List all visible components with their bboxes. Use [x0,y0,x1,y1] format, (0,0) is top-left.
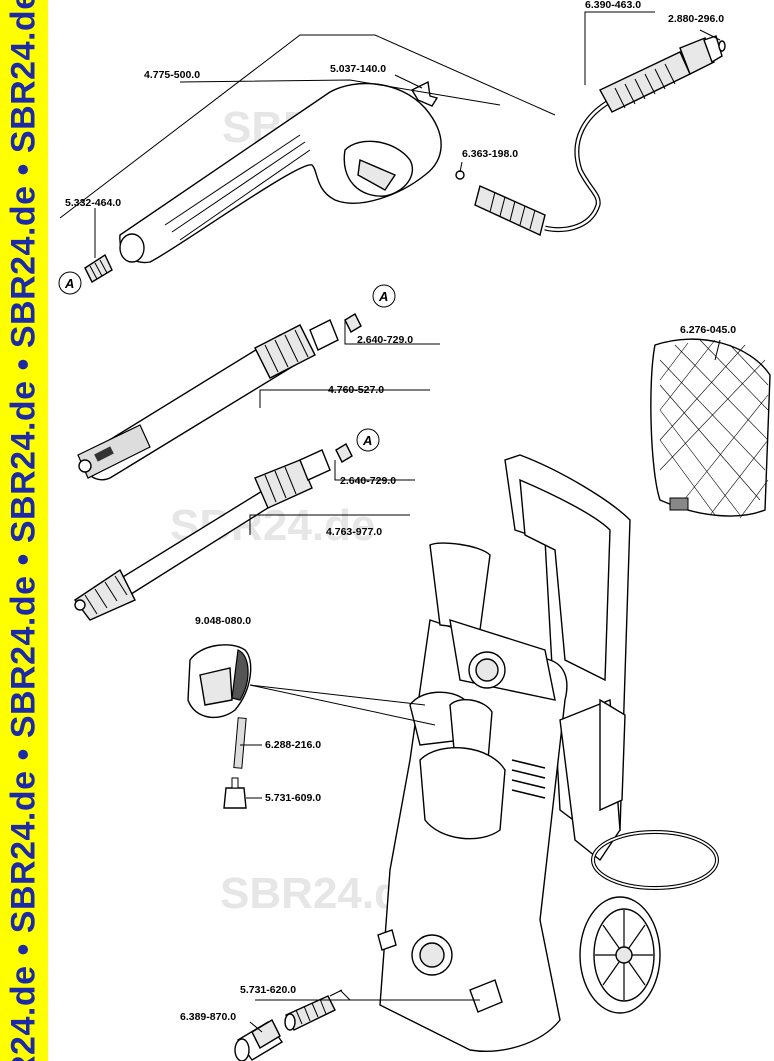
hose-tube [233,717,247,769]
nozzle-holder [187,644,252,809]
connector [223,787,247,809]
part-label: 4.763-977.0 [326,526,382,538]
leader-lines [59,11,721,1033]
nut [344,313,362,333]
svg-text:A: A [362,433,372,448]
pressure-washer-body [377,454,719,1052]
callout-a: A [58,271,82,295]
inlet-filter [284,995,336,1031]
part-label: 6.288-216.0 [265,739,321,751]
high-pressure-hose [455,35,726,236]
trigger-gun [84,80,442,283]
part-label: 5.037-140.0 [330,63,386,75]
part-label: 2.880-296.0 [668,13,724,25]
part-label: 5.731-620.0 [240,984,296,996]
part-label: 6.389-870.0 [180,1011,236,1023]
part-label: 6.363-198.0 [462,148,518,160]
vario-power-lance [77,313,362,481]
side-banner: R24.de • SBR24.de • SBR24.de • SBR24.de … [0,0,48,1061]
part-label: 5.731-609.0 [265,792,321,804]
callout-a: A [356,428,380,452]
nut [335,443,353,463]
part-label: 6.276-045.0 [680,324,736,336]
part-label: 4.760-527.0 [328,384,384,396]
callout-a: A [372,284,396,308]
part-label: 9.048-080.0 [195,615,251,627]
part-label: 2.640-729.0 [357,334,413,346]
o-ring [455,170,465,180]
svg-text:A: A [64,276,74,291]
part-label: 4.775-500.0 [144,69,200,81]
part-label: 2.640-729.0 [340,475,396,487]
dirt-blaster-lance [73,443,353,621]
filter-net [650,338,771,519]
inlet-coupling [234,1019,284,1061]
part-label: 6.390-463.0 [585,0,641,11]
part-label: 5.332-464.0 [65,197,121,209]
svg-text:A: A [378,289,388,304]
hose-o-ring [718,40,726,52]
trigger-safety-clip [411,80,439,107]
